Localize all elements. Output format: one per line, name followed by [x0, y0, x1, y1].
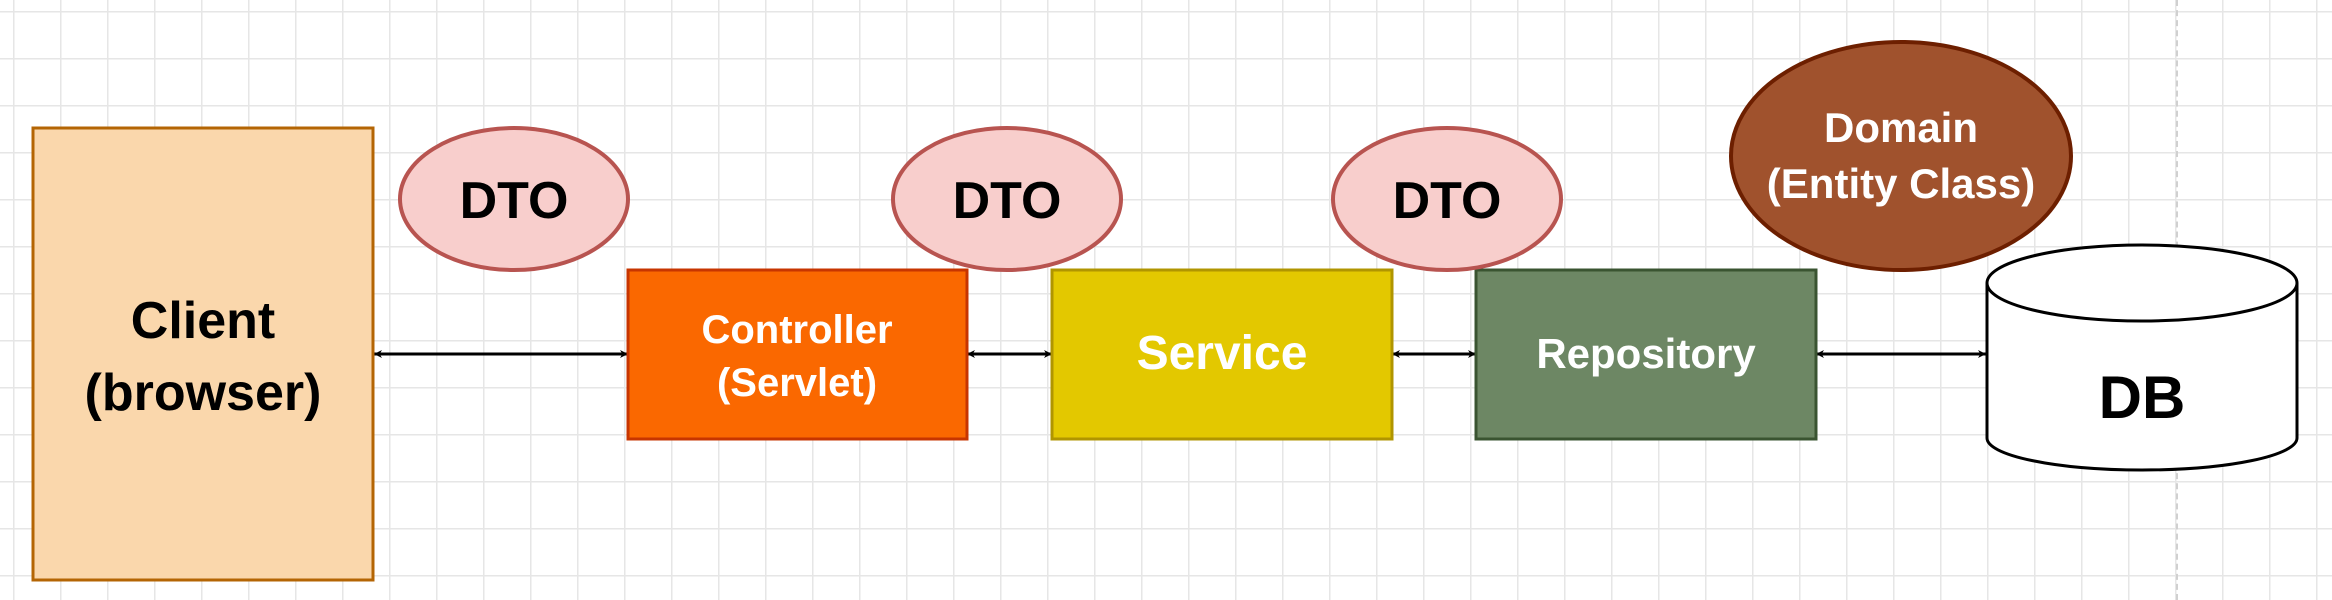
service-node[interactable]: Service	[1050, 268, 1394, 441]
domain-sublabel: (Entity Class)	[1767, 160, 2035, 207]
dto-label-2: DTO	[953, 172, 1062, 230]
dto-node-1[interactable]: DTO	[398, 126, 630, 272]
domain-label: Domain	[1824, 104, 1978, 151]
controller-sublabel: (Servlet)	[717, 361, 877, 405]
dto-label-1: DTO	[460, 172, 569, 230]
database-node[interactable]: DB	[1985, 243, 2299, 472]
client-sublabel: (browser)	[85, 364, 322, 422]
client-node[interactable]: Client (browser)	[31, 126, 375, 582]
dto-label-3: DTO	[1393, 172, 1502, 230]
dto-node-3[interactable]: DTO	[1331, 126, 1563, 272]
dto-node-2[interactable]: DTO	[891, 126, 1123, 272]
service-label: Service	[1137, 327, 1308, 380]
controller-node[interactable]: Controller (Servlet)	[626, 268, 969, 441]
repository-label: Repository	[1536, 330, 1756, 377]
client-label: Client	[131, 292, 275, 350]
controller-label: Controller	[701, 308, 892, 352]
database-label: DB	[2099, 364, 2186, 431]
domain-node[interactable]: Domain (Entity Class)	[1729, 40, 2073, 272]
repository-node[interactable]: Repository	[1474, 268, 1818, 441]
